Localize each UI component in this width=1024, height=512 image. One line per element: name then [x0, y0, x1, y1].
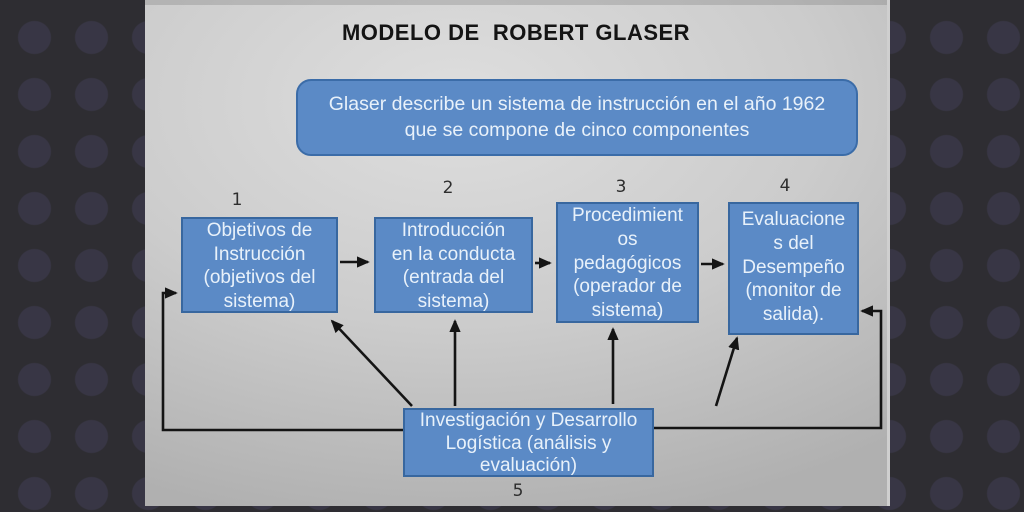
box-number-4: 4	[779, 176, 791, 196]
intro-box: Glaser describe un sistema de instrucció…	[296, 79, 858, 156]
box-objetivos-instruccion: Objetivos de Instrucción (objetivos del …	[181, 217, 338, 313]
box-procedimientos-pedagogicos: Procedimient os pedagógicos (operador de…	[556, 202, 699, 323]
box-introduccion-conducta: Introducción en la conducta (entrada del…	[374, 217, 533, 313]
box-number-1: 1	[231, 190, 243, 210]
box-number-3: 3	[615, 177, 627, 197]
diagram-title: MODELO DE ROBERT GLASER	[341, 20, 691, 45]
box-evaluaciones-desempeno: Evaluacione s del Desempeño (monitor de …	[728, 202, 859, 335]
box-investigacion-desarrollo: Investigación y Desarrollo Logística (an…	[403, 408, 654, 477]
slide-top-edge	[145, 0, 887, 5]
box-number-5: 5	[512, 481, 524, 501]
box-number-2: 2	[442, 178, 454, 198]
